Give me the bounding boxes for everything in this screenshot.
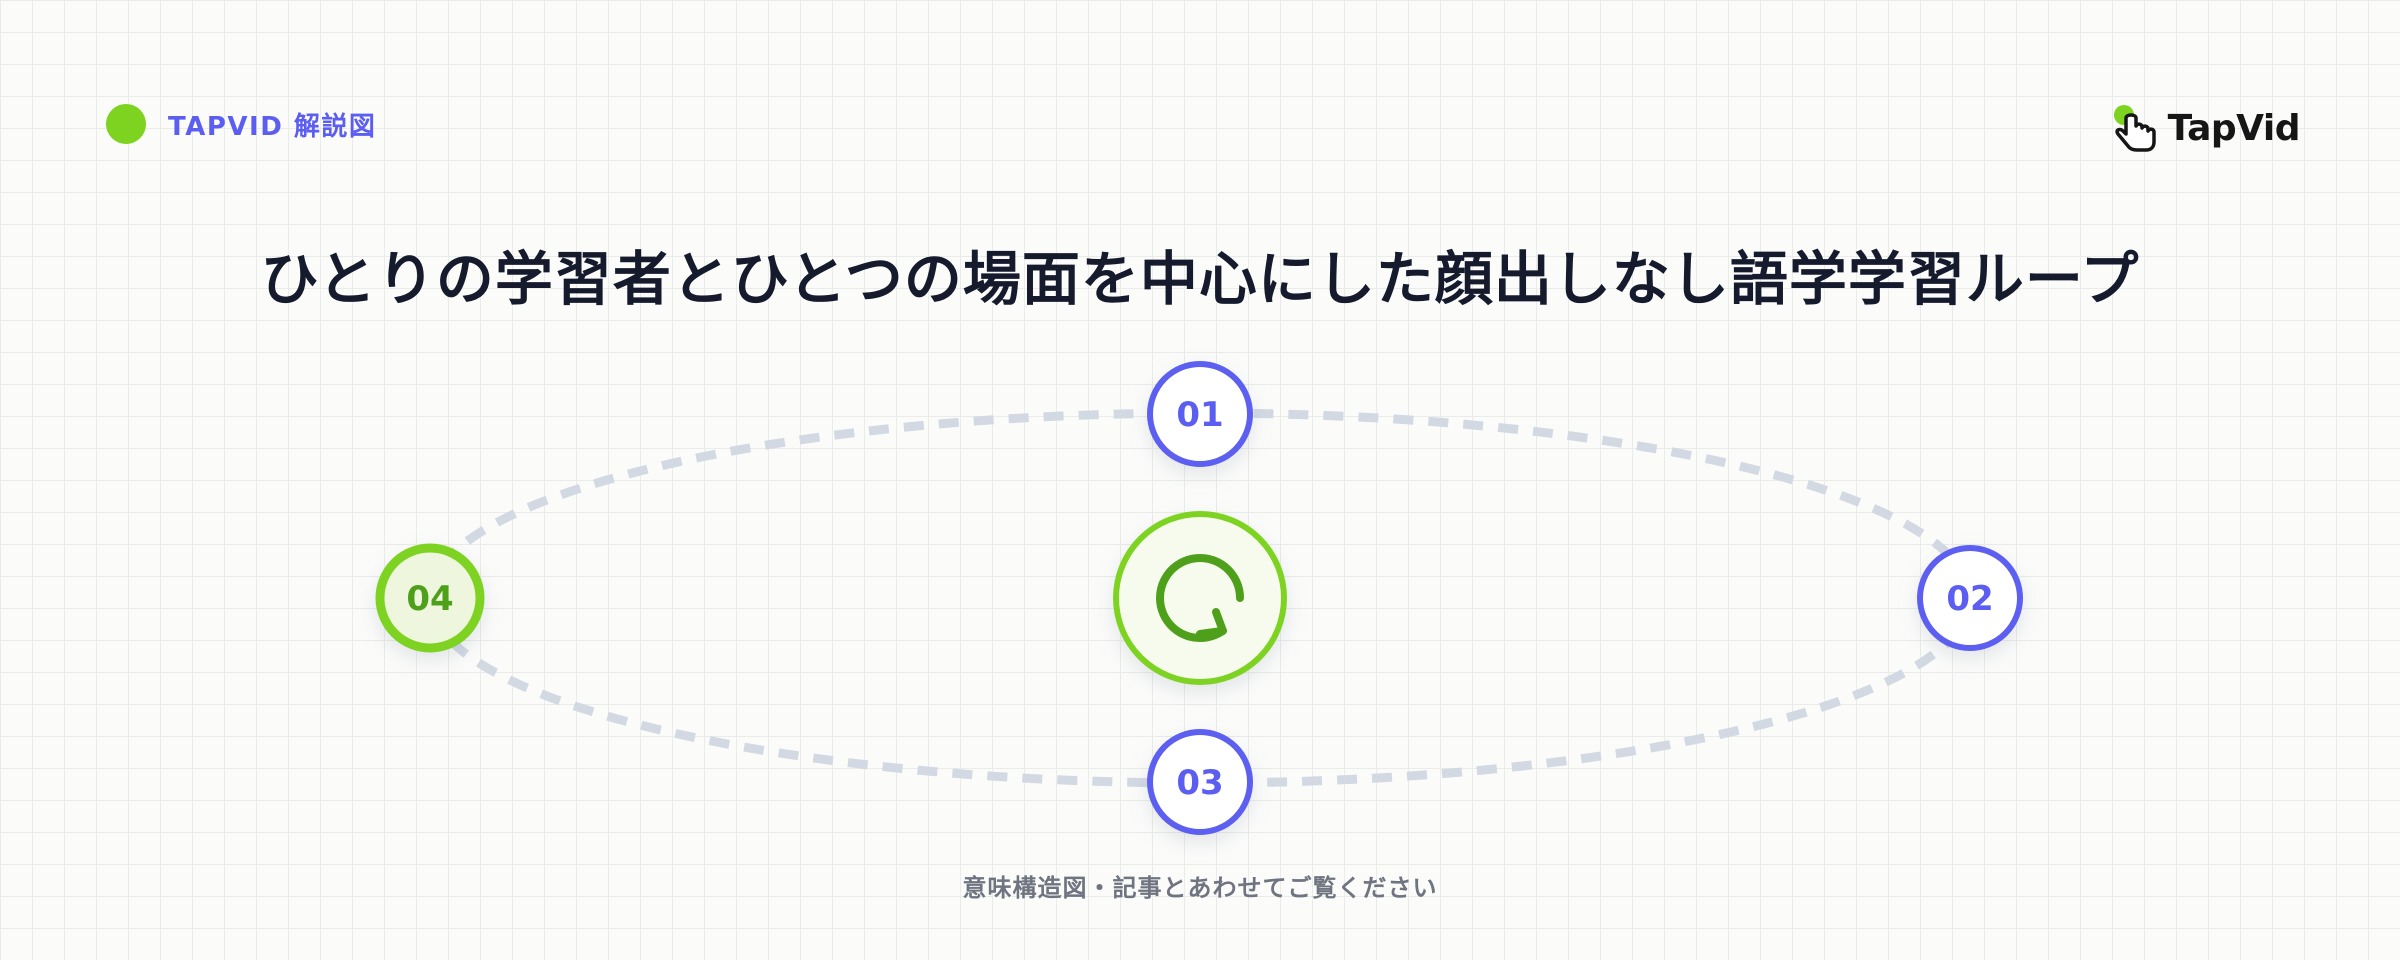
loop-node-04-active: 04 xyxy=(375,543,485,653)
green-dot-icon xyxy=(106,104,146,144)
brand-logo: TapVid xyxy=(2106,100,2301,156)
node-number: 04 xyxy=(406,579,453,619)
label-text: TAPVID 解説図 xyxy=(168,111,377,142)
center-hub xyxy=(1113,511,1287,685)
section-label: TAPVID 解説図 xyxy=(106,104,376,144)
node-number: 01 xyxy=(1176,395,1223,435)
hand-pointer-icon xyxy=(2113,105,2156,152)
loop-node-03: 03 xyxy=(1147,729,1253,835)
caption: 意味構造図・記事とあわせてご覧ください xyxy=(962,874,1438,902)
node-number: 03 xyxy=(1176,763,1223,803)
loop-node-01: 01 xyxy=(1147,361,1253,467)
loop-node-02: 02 xyxy=(1917,545,2023,651)
brand-name: TapVid xyxy=(2167,107,2301,149)
node-number: 02 xyxy=(1946,579,1993,619)
page-title: ひとりの学習者とひとつの場面を中心にした顔出しなし語学学習ループ xyxy=(260,245,2140,313)
cycle-arrow-icon xyxy=(1156,554,1244,642)
